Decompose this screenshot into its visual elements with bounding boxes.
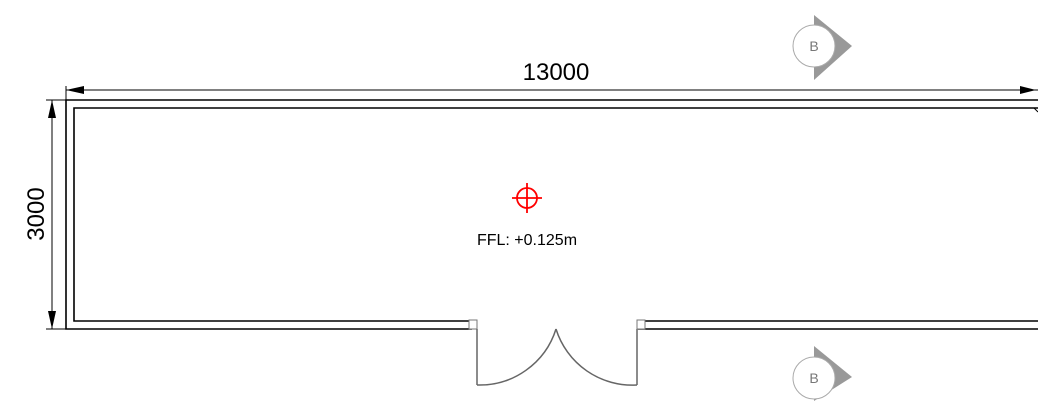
crosshair-target-icon	[512, 183, 542, 213]
width-dimension: 3000	[23, 99, 66, 330]
wall-outer-line	[65, 99, 1038, 330]
ffl-label: FFL: +0.125m	[477, 232, 577, 249]
section-label-top: B	[809, 38, 818, 54]
width-dim-text: 3000	[23, 187, 50, 240]
walls	[65, 99, 1038, 330]
door-swing-arc-right	[555, 328, 638, 386]
length-dimension: 13000	[65, 59, 1038, 100]
length-dim-text: 13000	[523, 59, 590, 86]
door-jamb-left	[468, 319, 478, 330]
section-label-bottom: B	[809, 370, 818, 386]
wall-inner-line	[73, 107, 1038, 322]
section-marker-top: B	[792, 15, 852, 80]
length-dim-arrow-left	[66, 86, 84, 94]
width-dim-arrow-top	[48, 100, 56, 118]
section-bubble-bottom	[792, 356, 836, 400]
door-jamb-right	[636, 319, 646, 330]
wall-right-return-top	[1033, 107, 1038, 113]
section-bubble-top	[792, 24, 836, 68]
length-dim-arrow-right	[1020, 86, 1036, 94]
door-jambs	[468, 319, 646, 330]
door-swing-arc-left	[476, 328, 557, 386]
width-dim-arrow-bottom	[48, 311, 56, 329]
double-door	[476, 328, 638, 386]
section-marker-bottom: B	[792, 346, 852, 401]
